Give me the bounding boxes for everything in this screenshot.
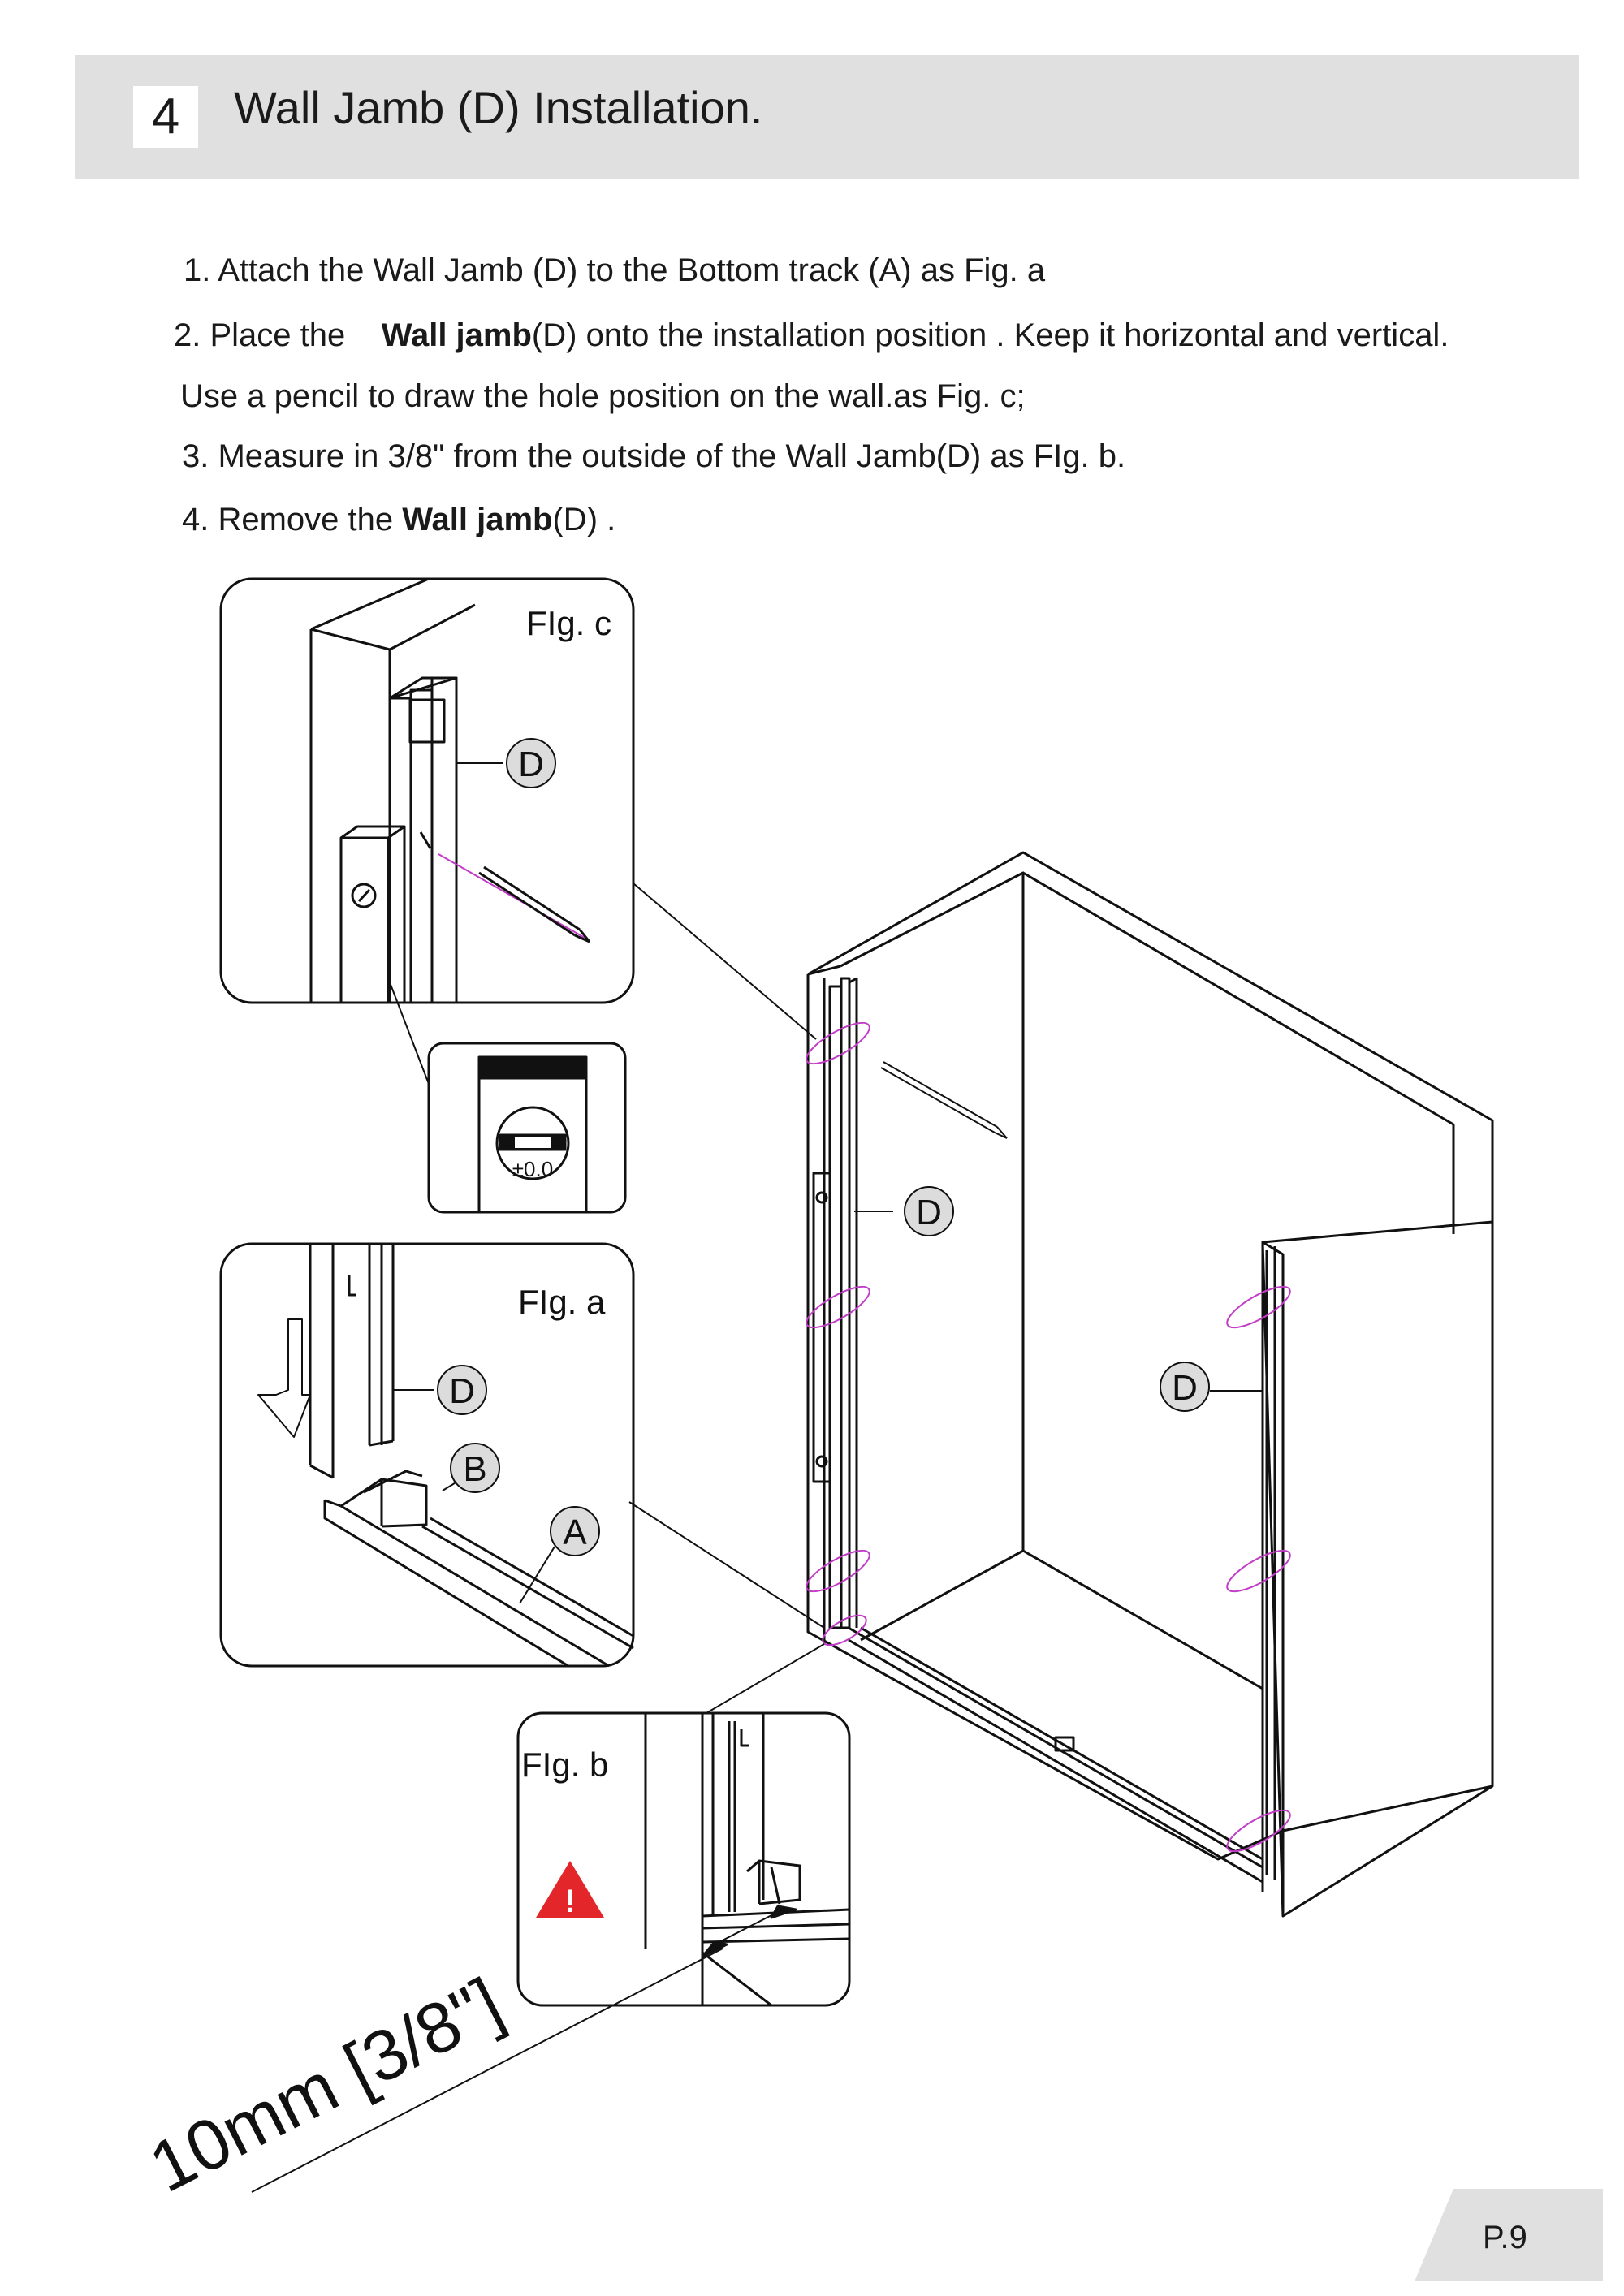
fig-a-inset (219, 1242, 635, 1668)
fig-c-inset (219, 577, 635, 1004)
fig-a-callout-d: D (449, 1371, 475, 1411)
fig-c-callout-d: D (518, 744, 544, 784)
step2-bold: Wall jamb (381, 317, 532, 353)
step4-prefix: 4. Remove the (182, 502, 394, 537)
instruction-step-3: 3. Measure in 3/8" from the outside of t… (182, 438, 1126, 474)
step4-bold: Wall jamb (402, 502, 553, 537)
instruction-step-1: 1. Attach the Wall Jamb (D) to the Botto… (184, 252, 1046, 288)
fig-c-callout-circle (506, 738, 556, 788)
fig-a-callout-a-circle (550, 1506, 600, 1556)
fig-a-label: FIg. a (518, 1283, 606, 1321)
main-callout-d-right-circle (1160, 1362, 1210, 1412)
page-number: P.9 (1483, 2220, 1527, 2255)
fig-b-label: FIg. b (521, 1746, 608, 1784)
fig-a-callout-b: B (463, 1449, 486, 1489)
warning-icon (536, 1861, 604, 1918)
step4-rest: (D) . (552, 502, 616, 537)
step-number: 4 (133, 86, 198, 148)
main-callout-d: D (916, 1193, 942, 1232)
main-enclosure (806, 851, 1494, 1918)
instruction-step-2-line-2: Use a pencil to draw the hole position o… (180, 378, 1026, 414)
level-reading: ±0.0 (512, 1157, 553, 1181)
warning-mark: ! (564, 1884, 575, 1919)
fig-a-callout-b-circle (450, 1443, 500, 1493)
main-callout-d-circle (904, 1186, 954, 1236)
fig-a-callout-d-circle (437, 1365, 487, 1415)
instruction-step-4: 4. Remove the Wall jamb(D) . (182, 500, 615, 539)
level-inset (427, 1042, 627, 1214)
instruction-step-2: 2. Place the Wall jamb(D) onto the insta… (174, 316, 1449, 355)
step2-rest: (D) onto the installation position . Kee… (531, 317, 1449, 353)
page-tab (1415, 2189, 1603, 2281)
step2-prefix: 2. Place the (174, 317, 346, 353)
section-header: 4 Wall Jamb (D) Installation. (75, 55, 1579, 179)
fig-a-callout-a: A (563, 1513, 587, 1552)
fig-b-inset (516, 1711, 851, 2007)
main-callout-d-right: D (1172, 1368, 1198, 1408)
section-title: Wall Jamb (D) Installation. (234, 82, 763, 133)
fig-c-label: FIg. c (526, 604, 611, 642)
